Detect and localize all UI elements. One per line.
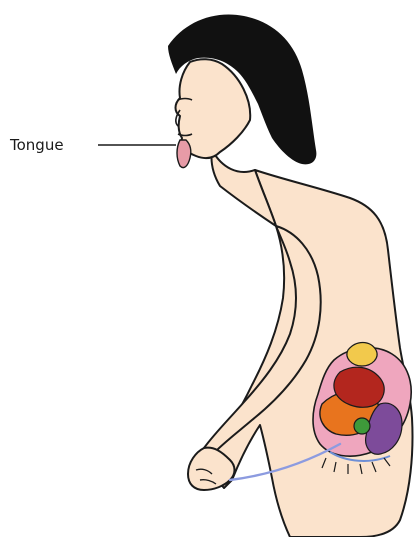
organ-yellow: [347, 343, 377, 367]
organ-green: [354, 418, 370, 434]
tongue: [177, 140, 191, 168]
tongue-label: Tongue: [9, 136, 64, 154]
